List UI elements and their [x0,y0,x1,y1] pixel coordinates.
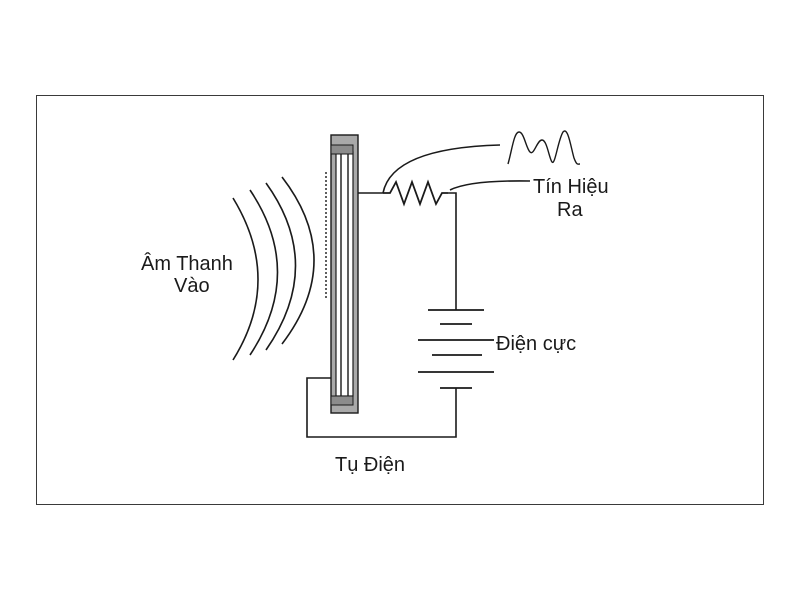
capacitor-assembly [330,134,359,414]
sound-wave-4 [281,176,315,345]
signal-output-wire-bottom [449,180,531,191]
circuit-wires [306,144,531,438]
label-signal-out-line2: Ra [557,199,583,221]
sound-wave-3 [265,182,297,351]
capacitor-top-clamp [330,144,354,155]
label-electrode: Điện cực [496,333,576,355]
capacitor-bottom-clamp [330,395,354,406]
resistor-symbol [383,179,448,207]
label-sound-in-line1: Âm Thanh [141,252,233,275]
label-signal-out-line1: Tín Hiệu [533,176,609,198]
wire-battery-to-bottom [306,377,457,438]
label-capacitor: Tụ Điện [335,454,405,476]
electrode-battery [418,309,494,389]
output-signal-waveform [507,130,581,165]
sound-wave-2 [249,189,279,356]
sound-waves [232,176,315,361]
sound-wave-1 [232,197,259,361]
signal-output-wire-top [382,144,501,194]
wire-resistor-to-battery [448,192,457,310]
capacitor-inner-cavity [335,151,354,397]
label-sound-in-line2: Vào [174,275,210,297]
